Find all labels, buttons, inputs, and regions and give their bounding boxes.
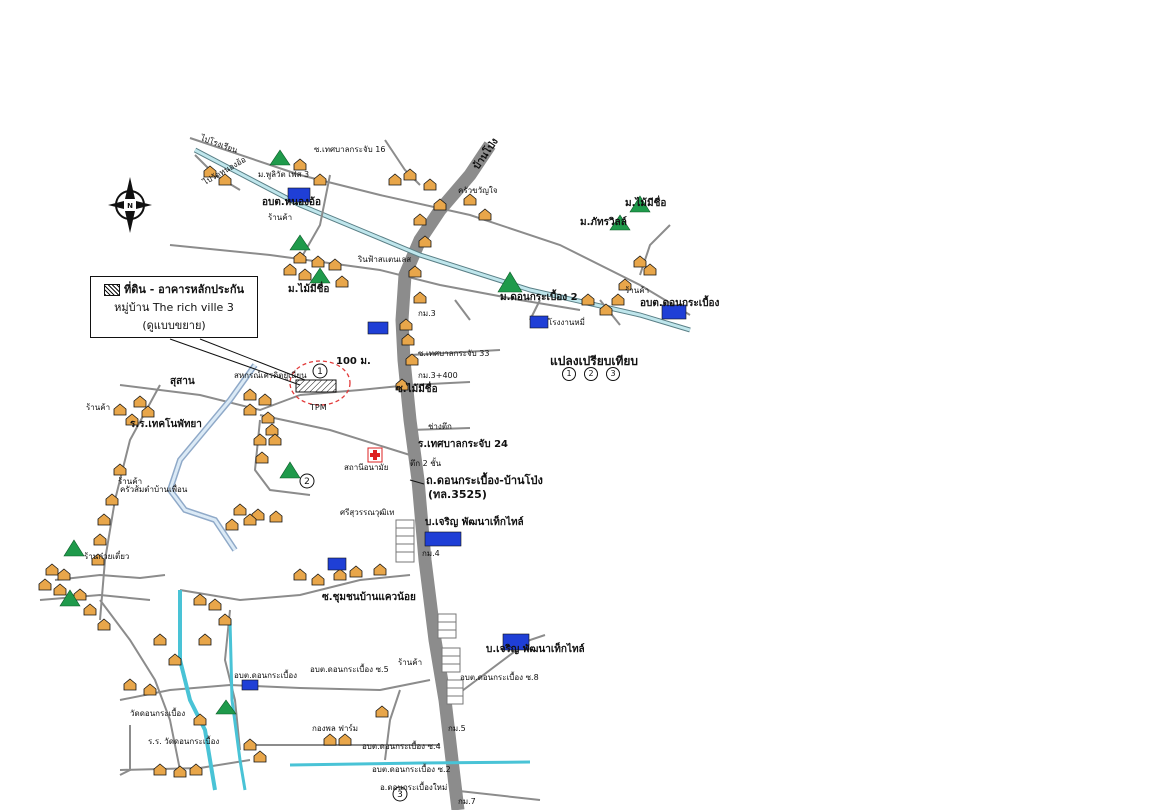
- svg-text:กม.3: กม.3: [418, 309, 436, 318]
- compare-legend-2: 2: [584, 367, 598, 381]
- road-cross: [169, 244, 581, 311]
- compare-legend-3: 3: [606, 367, 620, 381]
- svg-text:บ.เจริญ พัฒนาเท็กไทล์: บ.เจริญ พัฒนาเท็กไทล์: [425, 514, 524, 528]
- svg-text:ซ.เทศบาลกระจับ 33: ซ.เทศบาลกระจับ 33: [418, 349, 489, 358]
- svg-text:อ.ดอนกระเบื้องใหม่: อ.ดอนกระเบื้องใหม่: [380, 781, 447, 792]
- svg-text:สถานีอนามัย: สถานีอนามัย: [344, 463, 388, 472]
- legend-line-3: (ดูแบบขยาย): [142, 319, 206, 332]
- hatch-swatch-icon: [104, 284, 120, 296]
- svg-text:N: N: [127, 202, 133, 210]
- road-parallel: [189, 137, 691, 316]
- svg-text:ม.ไม้มีชื่อ: ม.ไม้มีชื่อ: [625, 195, 666, 209]
- svg-text:ร้านก๋วยเตี๋ยว: ร้านก๋วยเตี๋ยว: [84, 550, 129, 561]
- svg-text:สุสาน: สุสาน: [170, 376, 195, 387]
- svg-text:อบต.ดอนกระเบื้อง ซ.4: อบต.ดอนกระเบื้อง ซ.4: [362, 740, 441, 751]
- svg-text:อบต.ดอนกระเบื้อง: อบต.ดอนกระเบื้อง: [234, 669, 297, 680]
- svg-text:ร.ร. วัดดอนกระเบื้อง: ร.ร. วัดดอนกระเบื้อง: [148, 735, 219, 746]
- compare-marker-2: 2: [304, 477, 310, 487]
- north-arrow-icon: N: [108, 177, 152, 233]
- road-markings: [395, 519, 464, 705]
- svg-text:สหกรณ์เครดิตยูเนี่ยน: สหกรณ์เครดิตยูเนี่ยน: [234, 369, 307, 381]
- svg-text:ร้านค้า: ร้านค้า: [118, 477, 142, 486]
- svg-text:ร้านค้า: ร้านค้า: [268, 213, 292, 222]
- distance-label: 100 ม.: [336, 356, 371, 367]
- svg-text:กม.4: กม.4: [422, 549, 440, 558]
- svg-text:อบต.ดอนกระเบื้อง ซ.8: อบต.ดอนกระเบื้อง ซ.8: [460, 671, 539, 682]
- svg-text:อบต.ดอนกระเบื้อง ซ.2: อบต.ดอนกระเบื้อง ซ.2: [372, 763, 451, 774]
- svg-text:ไปโรงเรียน: ไปโรงเรียน: [198, 132, 239, 155]
- svg-text:กองพล ฟาร์ม: กองพล ฟาร์ม: [312, 723, 358, 733]
- factory-icons: [241, 187, 687, 691]
- svg-text:ครัวส้มตำบ้านเพื่อน: ครัวส้มตำบ้านเพื่อน: [120, 483, 188, 494]
- main-road-name: ถ.ดอนกระเบื้อง-บ้านโป่ง: [426, 472, 543, 487]
- svg-text:ซ.ชุมชนบ้านแควน้อย: ซ.ชุมชนบ้านแควน้อย: [322, 591, 416, 603]
- svg-text:อบต.ดอนกระเบื้อง: อบต.ดอนกระเบื้อง: [640, 295, 720, 309]
- svg-text:ร้านค้า: ร้านค้า: [86, 403, 110, 412]
- svg-text:โรงงานหมี่: โรงงานหมี่: [548, 316, 585, 327]
- svg-text:ม.ดอนกระเบื้อง 2: ม.ดอนกระเบื้อง 2: [500, 289, 578, 303]
- hospital-icon: [367, 447, 383, 463]
- svg-text:กม.7: กม.7: [458, 797, 476, 806]
- svg-text:ม.ไม้มีชื่อ: ม.ไม้มีชื่อ: [288, 281, 329, 295]
- svg-text:ศรีสุวรรณวุฒิเท: ศรีสุวรรณวุฒิเท: [340, 508, 395, 517]
- svg-text:ซ.เทศบาลกระจับ 16: ซ.เทศบาลกระจับ 16: [314, 145, 385, 154]
- legend-line-1: ที่ดิน - อาคารหลักประกัน: [124, 283, 244, 296]
- svg-text:ร.เทศบาลกระจับ 24: ร.เทศบาลกระจับ 24: [418, 438, 508, 450]
- svg-text:ซ.ไม้มีชื่อ: ซ.ไม้มีชื่อ: [396, 381, 438, 395]
- svg-text:TPM: TPM: [309, 403, 327, 412]
- house-icons: [38, 158, 657, 778]
- svg-text:ม.ภัทรวิลล์: ม.ภัทรวิลล์: [580, 216, 627, 228]
- main-road-top-label: บ้านโป่ง: [470, 135, 501, 172]
- svg-text:กม.5: กม.5: [448, 724, 466, 733]
- svg-text:วัดดอนกระเบื้อง: วัดดอนกระเบื้อง: [130, 707, 185, 718]
- subject-property[interactable]: 1: [289, 360, 351, 406]
- compare-marker-3: 3: [397, 790, 403, 800]
- legend-line-2: หมู่บ้าน The rich ville 3: [114, 301, 234, 314]
- svg-text:รินฟ้าสแตนเลส: รินฟ้าสแตนเลส: [357, 255, 411, 264]
- svg-text:บ.เจริญ พัฒนาเท็กไทล์: บ.เจริญ พัฒนาเท็กไทล์: [486, 641, 585, 655]
- main-road-code: (ทล.3525): [428, 488, 487, 501]
- svg-text:อบต.ดอนกระเบื้อง ซ.5: อบต.ดอนกระเบื้อง ซ.5: [310, 663, 389, 674]
- subject-marker: 1: [317, 367, 323, 377]
- tree-icons: [59, 149, 651, 715]
- svg-text:ครัวขวัญใจ: ครัวขวัญใจ: [458, 186, 498, 195]
- compare-title: แปลงเปรียบเทียบ: [550, 354, 639, 368]
- svg-text:อบต.หนองอ้อ: อบต.หนองอ้อ: [262, 196, 321, 208]
- svg-text:ตึก 2 ชั้น: ตึก 2 ชั้น: [410, 457, 442, 468]
- svg-text:ม.พูลิวัต เฟส 3: ม.พูลิวัต เฟส 3: [258, 170, 309, 180]
- legend-box: ที่ดิน - อาคารหลักประกัน หมู่บ้าน The ri…: [90, 276, 258, 338]
- map-labels: ไปโรงเรียน ไปวัดหนองอ้อ อบต.หนองอ้อ ม.พู…: [84, 132, 720, 806]
- svg-text:ร้านค้า: ร้านค้า: [398, 658, 422, 667]
- compare-legend-1: 1: [562, 367, 576, 381]
- svg-text:ช่างตึก: ช่างตึก: [428, 422, 452, 431]
- svg-text:ร้านค้า: ร้านค้า: [625, 286, 649, 295]
- compare-markers: 1 2 3: [562, 367, 620, 381]
- svg-text:ร.ร.เทคโนพัทยา: ร.ร.เทคโนพัทยา: [130, 417, 202, 430]
- svg-text:กม.3+400: กม.3+400: [418, 371, 458, 380]
